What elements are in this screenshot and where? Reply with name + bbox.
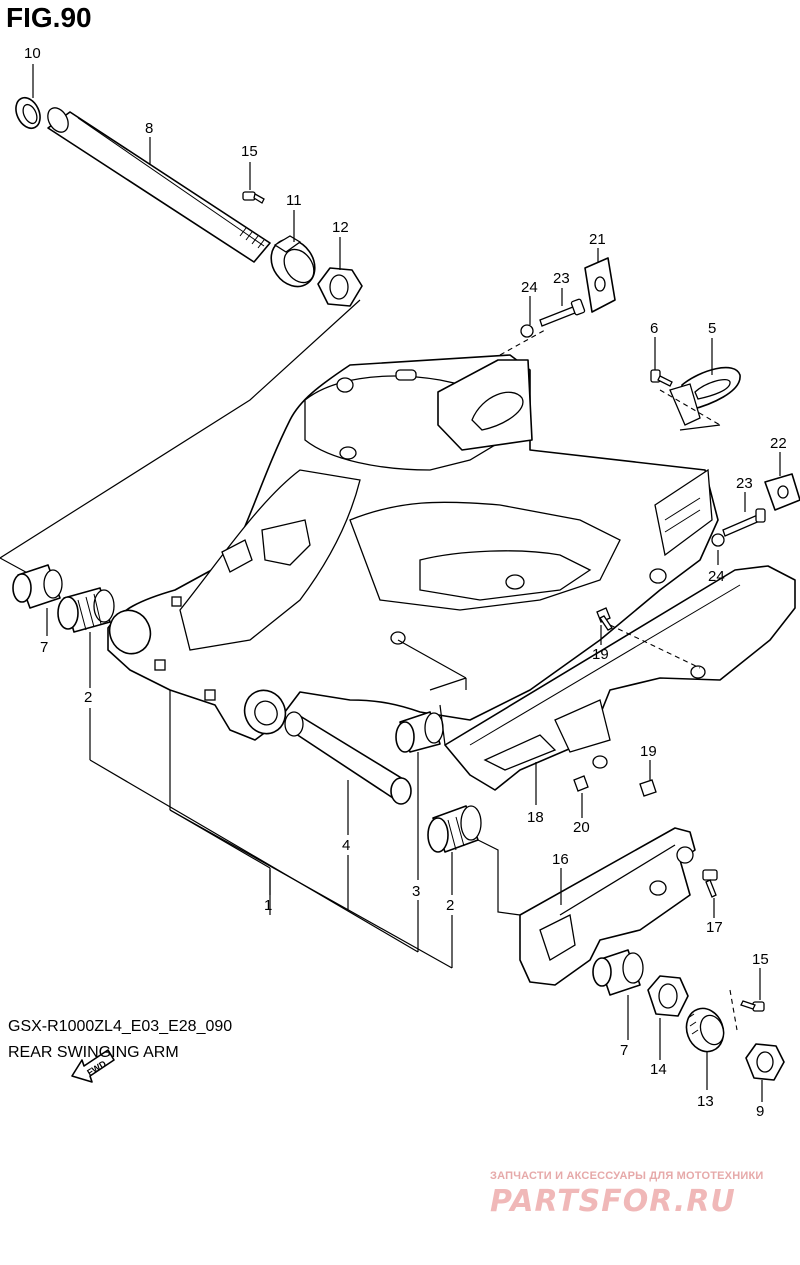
part-15-screw-top bbox=[242, 191, 265, 204]
part-14-locknut bbox=[647, 975, 689, 1017]
callout-15-top: 15 bbox=[241, 143, 258, 160]
part-24-washer-right bbox=[711, 533, 725, 547]
callout-19-upper: 19 bbox=[592, 646, 609, 663]
model-code: GSX-R1000ZL4_E03_E28_090 bbox=[8, 1018, 233, 1035]
callout-16: 16 bbox=[552, 851, 569, 868]
part-9-nut bbox=[745, 1043, 785, 1081]
part-7-collar-right bbox=[592, 949, 644, 996]
part-19-bolt-lower bbox=[639, 779, 657, 797]
part-3-bearing bbox=[395, 711, 444, 753]
part-5-plate bbox=[669, 366, 741, 426]
callout-20: 20 bbox=[573, 819, 590, 836]
leader-group-top bbox=[0, 299, 361, 559]
callout-22: 22 bbox=[770, 435, 787, 452]
part-2-bearing-right bbox=[427, 805, 482, 853]
callout-10: 10 bbox=[24, 45, 41, 62]
callout-2-right: 2 bbox=[446, 897, 454, 914]
figure-caption: REAR SWINGING ARM bbox=[8, 1044, 179, 1061]
part-19-bolt-upper bbox=[596, 607, 613, 631]
callout-2-left: 2 bbox=[84, 689, 92, 706]
callout-18: 18 bbox=[527, 809, 544, 826]
part-13-adjuster bbox=[685, 1007, 725, 1053]
callout-7-right: 7 bbox=[620, 1042, 628, 1059]
part-4-spacer-pipe bbox=[284, 711, 412, 805]
part-8-pivot-shaft bbox=[47, 107, 271, 263]
watermark-subtitle: ЗАПЧАСТИ И АКСЕССУАРЫ ДЛЯ МОТОТЕХНИКИ bbox=[490, 1170, 764, 1182]
callout-9: 9 bbox=[756, 1103, 764, 1120]
part-21-adjuster-block bbox=[584, 257, 616, 313]
callout-4: 4 bbox=[342, 837, 350, 854]
part-6-bolt bbox=[650, 369, 673, 387]
part-23-bolt-top bbox=[539, 298, 586, 327]
callout-6: 6 bbox=[650, 320, 658, 337]
figure-title: FIG.90 bbox=[6, 2, 92, 33]
part-23-bolt-right bbox=[722, 508, 766, 537]
callout-21: 21 bbox=[589, 231, 606, 248]
part-10-locknut bbox=[15, 96, 41, 130]
callout-11: 11 bbox=[286, 192, 302, 209]
callout-5: 5 bbox=[708, 320, 716, 337]
callout-24-top: 24 bbox=[521, 279, 538, 296]
callout-12: 12 bbox=[332, 219, 349, 236]
callout-23-right: 23 bbox=[736, 475, 753, 492]
part-2-bearing-left bbox=[57, 587, 115, 633]
callout-14: 14 bbox=[650, 1061, 667, 1078]
callout-13: 13 bbox=[697, 1093, 714, 1110]
callout-3: 3 bbox=[412, 883, 420, 900]
part-20-bolt bbox=[573, 775, 589, 792]
part-11-pivot-adjuster bbox=[270, 235, 316, 288]
callout-7-left: 7 bbox=[40, 639, 48, 656]
callout-24-right: 24 bbox=[708, 568, 725, 585]
part-7-collar-left bbox=[12, 564, 63, 609]
part-1-swingarm bbox=[107, 354, 719, 741]
callout-17: 17 bbox=[706, 919, 723, 936]
part-18-chain-case bbox=[444, 565, 796, 791]
part-17-screw bbox=[702, 869, 718, 898]
callout-8: 8 bbox=[145, 120, 153, 137]
part-12-nut bbox=[317, 267, 363, 307]
part-15-screw-bottom bbox=[740, 1000, 765, 1012]
part-22-adjuster-block bbox=[764, 473, 800, 511]
callout-23-top: 23 bbox=[553, 270, 570, 287]
callout-1: 1 bbox=[264, 897, 272, 914]
callout-15-bottom: 15 bbox=[752, 951, 769, 968]
watermark-brand: PARTSFOR.RU bbox=[490, 1184, 736, 1219]
callout-19-lower: 19 bbox=[640, 743, 657, 760]
leader-lines bbox=[32, 64, 781, 1102]
part-16-chain-buffer bbox=[519, 827, 696, 986]
part-24-washer-top bbox=[520, 324, 534, 338]
callouts: 10 8 15 11 12 21 23 24 6 5 22 23 24 7 19… bbox=[24, 45, 787, 1120]
